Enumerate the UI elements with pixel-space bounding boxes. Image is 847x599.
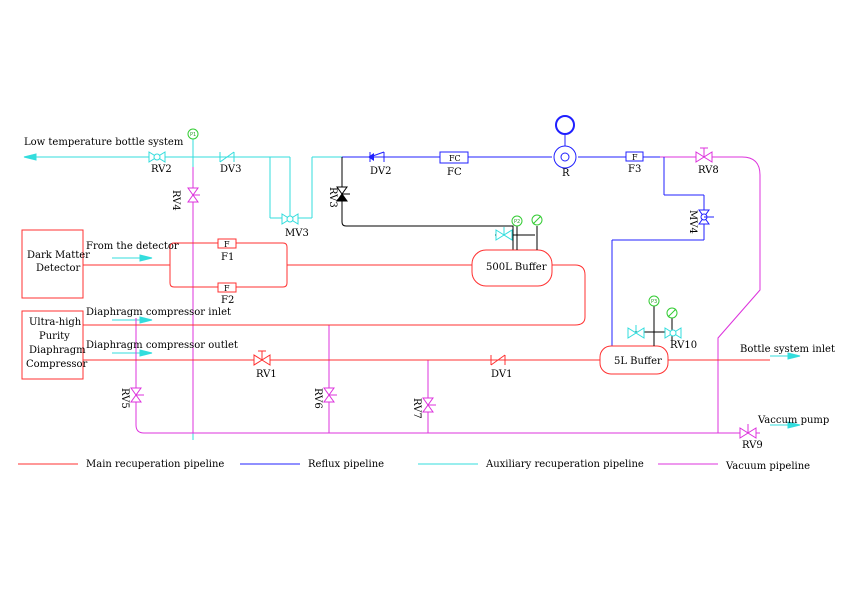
diaphragm-compressor-box: Ultra-high Purity Diaphragm Compressor <box>21 310 88 380</box>
vacuum-pipeline <box>135 156 761 434</box>
svg-text:MV4: MV4 <box>687 210 698 234</box>
buffer-feed-line <box>341 157 514 250</box>
svg-text:DV1: DV1 <box>491 369 512 380</box>
valve-rv10: RV10 <box>664 327 697 351</box>
svg-text:F: F <box>224 240 230 249</box>
svg-text:DV2: DV2 <box>370 166 391 177</box>
valve-rv3: RV3 <box>327 186 350 208</box>
svg-text:Detector: Detector <box>36 263 81 274</box>
pump-r: R <box>553 115 577 179</box>
gauge-p3: P3 <box>648 295 678 319</box>
svg-text:Purity: Purity <box>39 331 70 342</box>
svg-text:F: F <box>632 153 638 162</box>
bottle-system-inlet-label: Bottle system inlet <box>740 344 835 355</box>
svg-text:RV4: RV4 <box>170 190 181 211</box>
valve-rv4: RV4 <box>170 187 200 211</box>
valve-rv2: RV2 <box>148 151 172 175</box>
legend-vacuum: Vacuum pipeline <box>725 461 810 472</box>
svg-text:RV8: RV8 <box>698 165 719 176</box>
valve-rv9: RV9 <box>739 424 763 451</box>
valve-buffer5-tap <box>627 325 645 339</box>
valve-dv3: DV3 <box>219 151 241 175</box>
svg-text:DV3: DV3 <box>220 164 241 175</box>
flow-controller-fc: FC FC <box>439 151 469 178</box>
valve-mv3: MV3 <box>281 205 309 239</box>
svg-text:RV9: RV9 <box>742 440 763 451</box>
svg-text:Compressor: Compressor <box>26 359 88 370</box>
filter-f2: F F2 <box>217 282 237 306</box>
dark-matter-detector-box: Dark Matter Detector <box>21 229 90 299</box>
svg-text:P1: P1 <box>190 132 196 138</box>
svg-text:RV10: RV10 <box>670 340 697 351</box>
legend-reflux: Reflux pipeline <box>308 459 384 470</box>
valve-dv1: DV1 <box>490 354 512 380</box>
from-detector-label: From the detector <box>86 241 179 252</box>
svg-text:MV3: MV3 <box>285 228 309 239</box>
svg-text:F2: F2 <box>221 295 234 306</box>
valve-buffer500-tap <box>495 227 513 241</box>
diaphragm-outlet-label: Diaphragm compressor outlet <box>86 340 238 351</box>
buffer-500l: 500L Buffer <box>471 249 553 287</box>
svg-text:RV6: RV6 <box>312 388 323 409</box>
svg-text:500L Buffer: 500L Buffer <box>486 262 547 273</box>
svg-text:F: F <box>224 284 230 293</box>
diaphragm-inlet-label: Diaphragm compressor inlet <box>86 307 231 318</box>
legend-auxiliary: Auxiliary recuperation pipeline <box>485 459 644 470</box>
valve-rv5: RV5 <box>119 387 144 409</box>
svg-text:RV1: RV1 <box>256 369 277 380</box>
svg-text:RV2: RV2 <box>151 164 172 175</box>
legend-main: Main recuperation pipeline <box>86 459 224 470</box>
svg-text:FC: FC <box>449 154 461 163</box>
low-temp-bottle-label: Low temperature bottle system <box>24 137 184 148</box>
buffer-500-taps <box>495 226 538 250</box>
svg-text:Dark Matter: Dark Matter <box>27 250 90 261</box>
buffer-5l: 5L Buffer <box>599 345 669 375</box>
svg-text:Diaphragm: Diaphragm <box>29 345 86 356</box>
valve-rv7: RV7 <box>411 397 436 419</box>
svg-text:Ultra-high: Ultra-high <box>29 317 82 328</box>
valve-rv6: RV6 <box>312 387 337 409</box>
valve-rv8: RV8 <box>695 147 719 176</box>
svg-text:RV5: RV5 <box>119 388 130 409</box>
svg-text:FC: FC <box>447 167 462 178</box>
valve-mv4: MV4 <box>687 209 714 234</box>
svg-text:P2: P2 <box>514 219 520 225</box>
svg-text:F3: F3 <box>628 164 641 175</box>
filter-f3: F F3 <box>625 151 644 175</box>
vaccum-pump-label: Vaccum pump <box>757 415 829 426</box>
gauge-p2: P2 <box>511 214 543 227</box>
svg-text:P3: P3 <box>651 299 657 305</box>
svg-text:5L Buffer: 5L Buffer <box>614 356 662 367</box>
gauge-p1: P1 <box>187 128 199 152</box>
main-pipeline <box>83 242 770 361</box>
svg-text:R: R <box>562 168 570 179</box>
valve-dv2: DV2 <box>368 151 391 177</box>
filter-f1: F F1 <box>217 238 237 263</box>
legend: Main recuperation pipeline Reflux pipeli… <box>18 459 810 472</box>
svg-text:F1: F1 <box>221 252 234 263</box>
svg-text:RV7: RV7 <box>411 398 422 419</box>
reflux-pipeline <box>342 156 705 346</box>
svg-text:RV3: RV3 <box>327 187 338 208</box>
valve-rv1: RV1 <box>253 350 277 380</box>
